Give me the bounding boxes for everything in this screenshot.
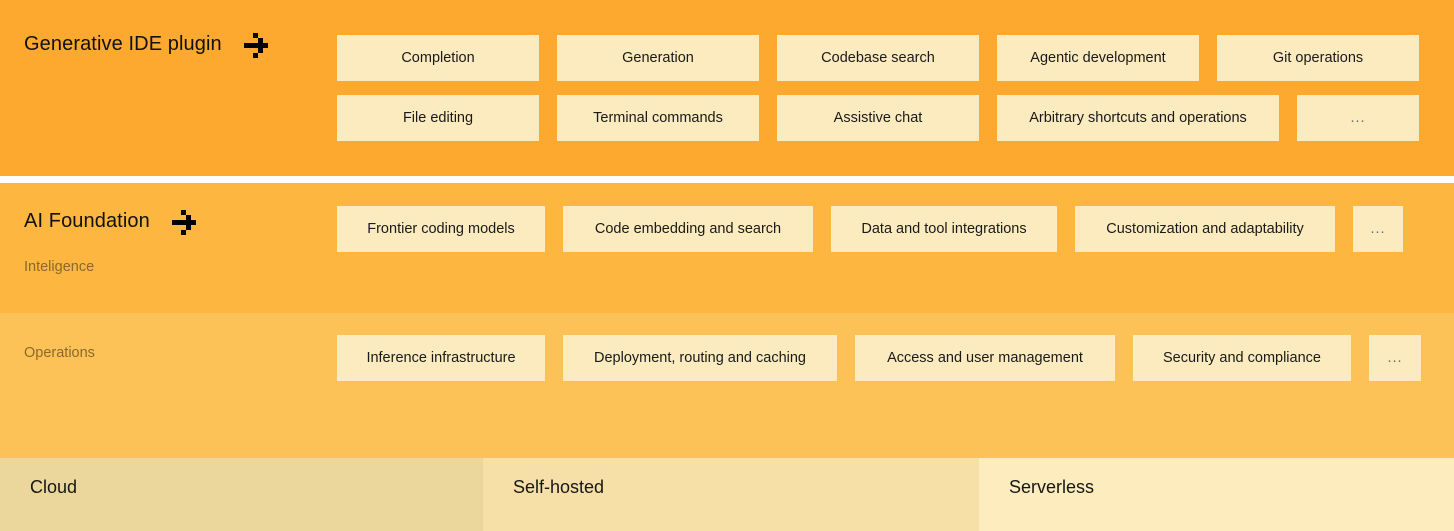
capability-card[interactable]: Frontier coding models [337,206,545,252]
deployment-options-bar: Cloud Self-hosted Serverless [0,458,1454,531]
capability-card[interactable]: Generation [557,35,759,81]
arrow-right-pixel-icon [171,209,198,235]
capability-card[interactable]: Code embedding and search [563,206,813,252]
capability-card-more[interactable]: ... [1369,335,1421,381]
capability-card[interactable]: Security and compliance [1133,335,1351,381]
band-ai-foundation-intelligence: AI Foundation Inteligence Frontier codin… [0,183,1454,313]
capability-card[interactable]: Git operations [1217,35,1419,81]
band-cards-column: Completion Generation Codebase search Ag… [335,0,1454,176]
capability-card-more[interactable]: ... [1297,95,1419,141]
deployment-option-label: Cloud [30,477,78,497]
band-label-column: AI Foundation Inteligence [0,183,335,313]
capability-card[interactable]: Terminal commands [557,95,759,141]
capability-card[interactable]: Agentic development [997,35,1199,81]
band-sublabel-intelligence: Inteligence [24,259,95,275]
capability-card-row: File editing Terminal commands Assistive… [337,95,1420,141]
deployment-option-label: Serverless [1009,477,1095,497]
band-title-text: Generative IDE plugin [24,33,222,55]
band-cards-column: Inference infrastructure Deployment, rou… [335,313,1454,458]
band-divider [0,176,1454,183]
capability-card-row: Completion Generation Codebase search Ag… [337,35,1420,81]
band-label-column: Operations [0,313,335,458]
capability-card[interactable]: Access and user management [855,335,1115,381]
capability-card[interactable]: Completion [337,35,539,81]
band-title-generative-ide-plugin: Generative IDE plugin [24,32,270,58]
capability-card-more[interactable]: ... [1353,206,1403,252]
band-generative-ide-plugin: Generative IDE plugin Completion Generat… [0,0,1454,176]
capability-card[interactable]: Codebase search [777,35,979,81]
capability-card-row: Frontier coding models Code embedding an… [337,206,1420,252]
capability-card[interactable]: Deployment, routing and caching [563,335,837,381]
deployment-option-cloud[interactable]: Cloud [0,458,483,531]
capability-card[interactable]: Data and tool integrations [831,206,1057,252]
band-label-column: Generative IDE plugin [0,0,335,176]
capability-card[interactable]: Inference infrastructure [337,335,545,381]
deployment-option-self-hosted[interactable]: Self-hosted [483,458,979,531]
band-title-text: AI Foundation [24,210,150,232]
capability-card[interactable]: Assistive chat [777,95,979,141]
band-title-ai-foundation: AI Foundation [24,209,198,235]
deployment-option-label: Self-hosted [513,477,605,497]
capability-card[interactable]: Customization and adaptability [1075,206,1335,252]
capability-card-row: Inference infrastructure Deployment, rou… [337,335,1421,381]
arrow-right-pixel-icon [243,32,270,58]
capability-card[interactable]: File editing [337,95,539,141]
band-cards-column: Frontier coding models Code embedding an… [335,183,1454,313]
deployment-option-serverless[interactable]: Serverless [979,458,1454,531]
capability-card[interactable]: Arbitrary shortcuts and operations [997,95,1279,141]
band-ai-foundation-operations: Operations Inference infrastructure Depl… [0,313,1454,458]
band-sublabel-operations: Operations [24,345,95,361]
